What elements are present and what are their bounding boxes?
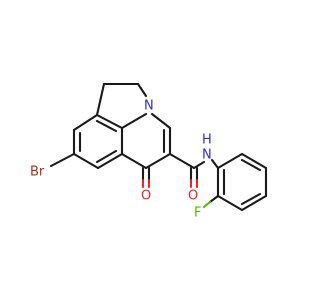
bromine-atom-label: Br xyxy=(30,165,45,180)
bond-layer xyxy=(49,82,268,212)
ketone-oxygen-label: O xyxy=(141,189,151,204)
ring-nitrogen-label: N xyxy=(144,99,154,114)
structure-canvas: Br O N N H O F xyxy=(30,82,268,221)
amide-oxygen-label: O xyxy=(188,189,198,204)
fluorine-atom-label: F xyxy=(194,206,201,221)
molecule-structure: Br O N N H O F xyxy=(30,82,268,221)
amide-nitrogen-label: N xyxy=(202,148,212,163)
atom-labels: Br O N N H O F xyxy=(30,99,212,221)
amide-hydrogen-label: H xyxy=(202,133,212,148)
